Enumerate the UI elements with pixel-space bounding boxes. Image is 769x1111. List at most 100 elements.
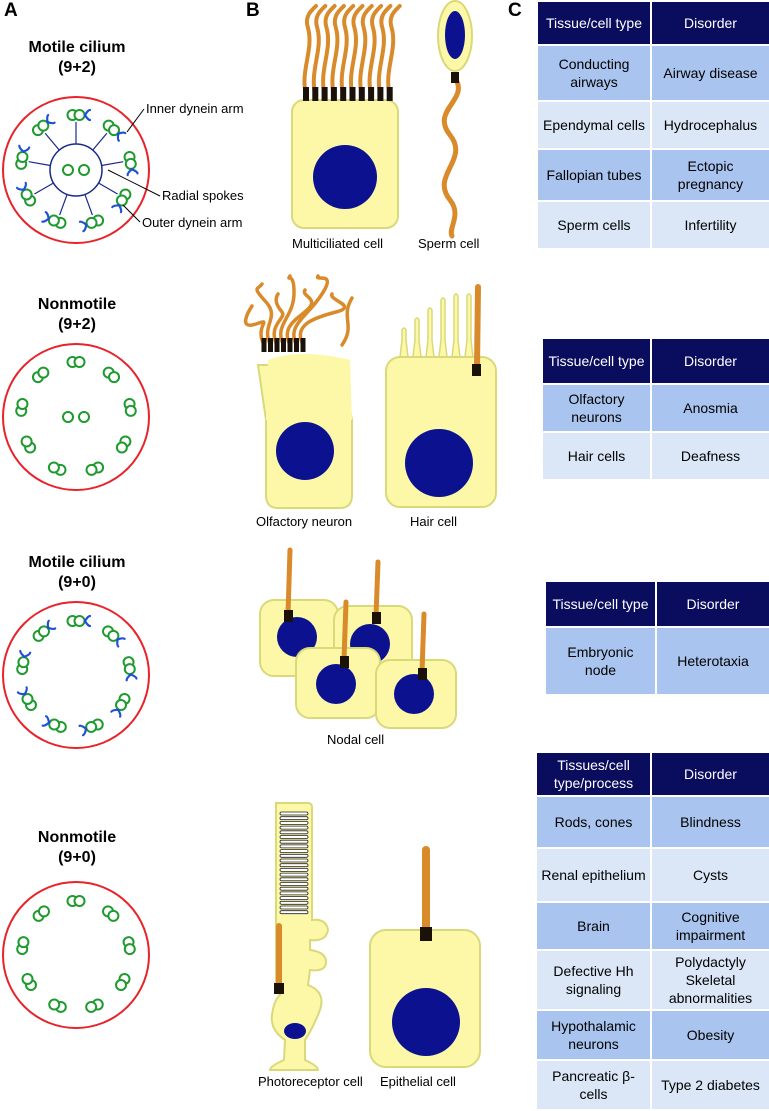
microtubule-doublet-b bbox=[17, 936, 30, 949]
radial-spoke bbox=[44, 132, 60, 151]
olfactory-cilium bbox=[278, 274, 296, 347]
photoreceptor-basal-body bbox=[274, 983, 284, 994]
disorder-cell: Obesity bbox=[650, 1009, 769, 1061]
basal-body bbox=[303, 87, 309, 101]
hair-label: Hair cell bbox=[410, 514, 457, 529]
inner-dynein-arm bbox=[22, 146, 31, 153]
title-nonmotile-9-2: Nonmotile(9+2) bbox=[2, 295, 152, 335]
panel-label-c: C bbox=[508, 0, 522, 21]
tissue-cell: Pancreatic β-cells bbox=[535, 1059, 652, 1111]
title-nonmotile-9-0: Nonmotile(9+0) bbox=[2, 828, 152, 868]
hair-kinocilium bbox=[474, 284, 481, 370]
olfactory-cilium bbox=[340, 296, 354, 347]
header-tissue: Tissue/cell type bbox=[536, 0, 652, 46]
outer-segment-disc bbox=[279, 896, 309, 900]
inner-dynein-arm bbox=[23, 651, 32, 658]
radial-spokes-label: Radial spokes bbox=[162, 188, 244, 203]
inner-dynein-arm bbox=[125, 673, 132, 682]
microtubule-doublet-b bbox=[73, 615, 86, 627]
cross-section-motile-9-0 bbox=[2, 601, 150, 749]
disorder-cell: Infertility bbox=[650, 200, 769, 250]
microtubule-doublet-b bbox=[124, 404, 137, 417]
title-motile-9-2: Motile cilium(9+2) bbox=[2, 38, 152, 78]
outer-segment-disc bbox=[279, 882, 309, 886]
microtubule-doublet-b bbox=[47, 461, 60, 474]
microtubule-doublet-b bbox=[47, 214, 60, 227]
microtubule-doublet-b bbox=[123, 663, 136, 676]
motile-cilium bbox=[367, 4, 384, 97]
nodal-cilium bbox=[341, 599, 349, 663]
inner-dynein-arm bbox=[78, 220, 88, 226]
title-motile-9-2-text: Motile cilium(9+2) bbox=[28, 39, 126, 76]
panel-label-b: B bbox=[246, 0, 260, 21]
basal-body bbox=[294, 338, 299, 352]
disorder-cell: Deafness bbox=[650, 431, 769, 481]
microtubule-doublet-b bbox=[16, 398, 29, 411]
outer-segment-disc bbox=[279, 863, 309, 868]
outer-segment-disc bbox=[279, 853, 309, 858]
microtubule-doublet-b bbox=[85, 216, 98, 229]
olfactory-nucleus bbox=[276, 422, 334, 480]
stereocilium bbox=[438, 297, 448, 358]
inner-dynein-arm bbox=[116, 132, 120, 142]
disorder-cell: Heterotaxia bbox=[655, 626, 769, 696]
radial-spoke bbox=[28, 161, 51, 167]
outer-segment-disc bbox=[279, 905, 309, 910]
disorder-cell: Type 2 diabetes bbox=[650, 1059, 769, 1111]
basal-body bbox=[368, 87, 375, 101]
header-tissue: Tissue/cell type bbox=[541, 337, 652, 385]
microtubule-doublet-b bbox=[16, 151, 29, 164]
outer-segment-disc bbox=[279, 830, 309, 835]
central-microtubule bbox=[62, 164, 74, 176]
header-disorder: Disorder bbox=[655, 580, 769, 628]
ciliary-membrane bbox=[2, 96, 150, 244]
radial-spoke bbox=[98, 182, 118, 195]
multiciliated-cilia bbox=[302, 4, 402, 97]
outer-segment-disc bbox=[279, 816, 309, 821]
motile-cilium bbox=[349, 4, 365, 97]
microtubule-doublet-b bbox=[115, 194, 128, 207]
motile-cilium bbox=[302, 4, 318, 97]
basal-body bbox=[284, 610, 293, 622]
tissue-cell: Fallopian tubes bbox=[536, 148, 652, 202]
epithelial-nucleus bbox=[392, 988, 460, 1056]
inner-dynein-arm bbox=[22, 181, 28, 191]
stereocilium bbox=[464, 293, 474, 358]
multiciliated-cell bbox=[291, 4, 402, 229]
header-tissue: Tissues/cell type/process bbox=[535, 751, 652, 797]
nodal-cilium bbox=[419, 611, 427, 675]
hair-stereocilia bbox=[399, 293, 474, 358]
central-sheath bbox=[49, 143, 103, 197]
tissue-cell: Hypothalamic neurons bbox=[535, 1009, 652, 1061]
olfactory-neuron bbox=[244, 274, 354, 509]
sperm-basal-body bbox=[451, 72, 459, 83]
sperm-flagellum bbox=[441, 75, 461, 239]
disorder-cell: Blindness bbox=[650, 795, 769, 849]
motile-cilium bbox=[339, 4, 356, 97]
nodal-cilium bbox=[285, 547, 293, 617]
title-nonmotile-9-0-text: Nonmotile(9+0) bbox=[37, 829, 117, 866]
basal-body bbox=[261, 338, 267, 352]
disorder-cell: Cognitive impairment bbox=[650, 901, 769, 951]
tissue-cell: Hair cells bbox=[541, 431, 652, 481]
basal-body bbox=[386, 87, 393, 101]
hair-nucleus bbox=[405, 429, 473, 497]
microtubule-doublet-b bbox=[85, 1000, 98, 1013]
basal-body bbox=[330, 87, 337, 101]
microtubule-doublet-b bbox=[115, 979, 128, 992]
nodal-nucleus bbox=[277, 617, 317, 657]
basal-body bbox=[321, 87, 328, 101]
motile-cilium bbox=[321, 4, 337, 97]
multiciliated-nucleus bbox=[313, 145, 377, 209]
microtubule-doublet-b bbox=[85, 463, 98, 476]
microtubule-doublet-b bbox=[20, 435, 33, 448]
